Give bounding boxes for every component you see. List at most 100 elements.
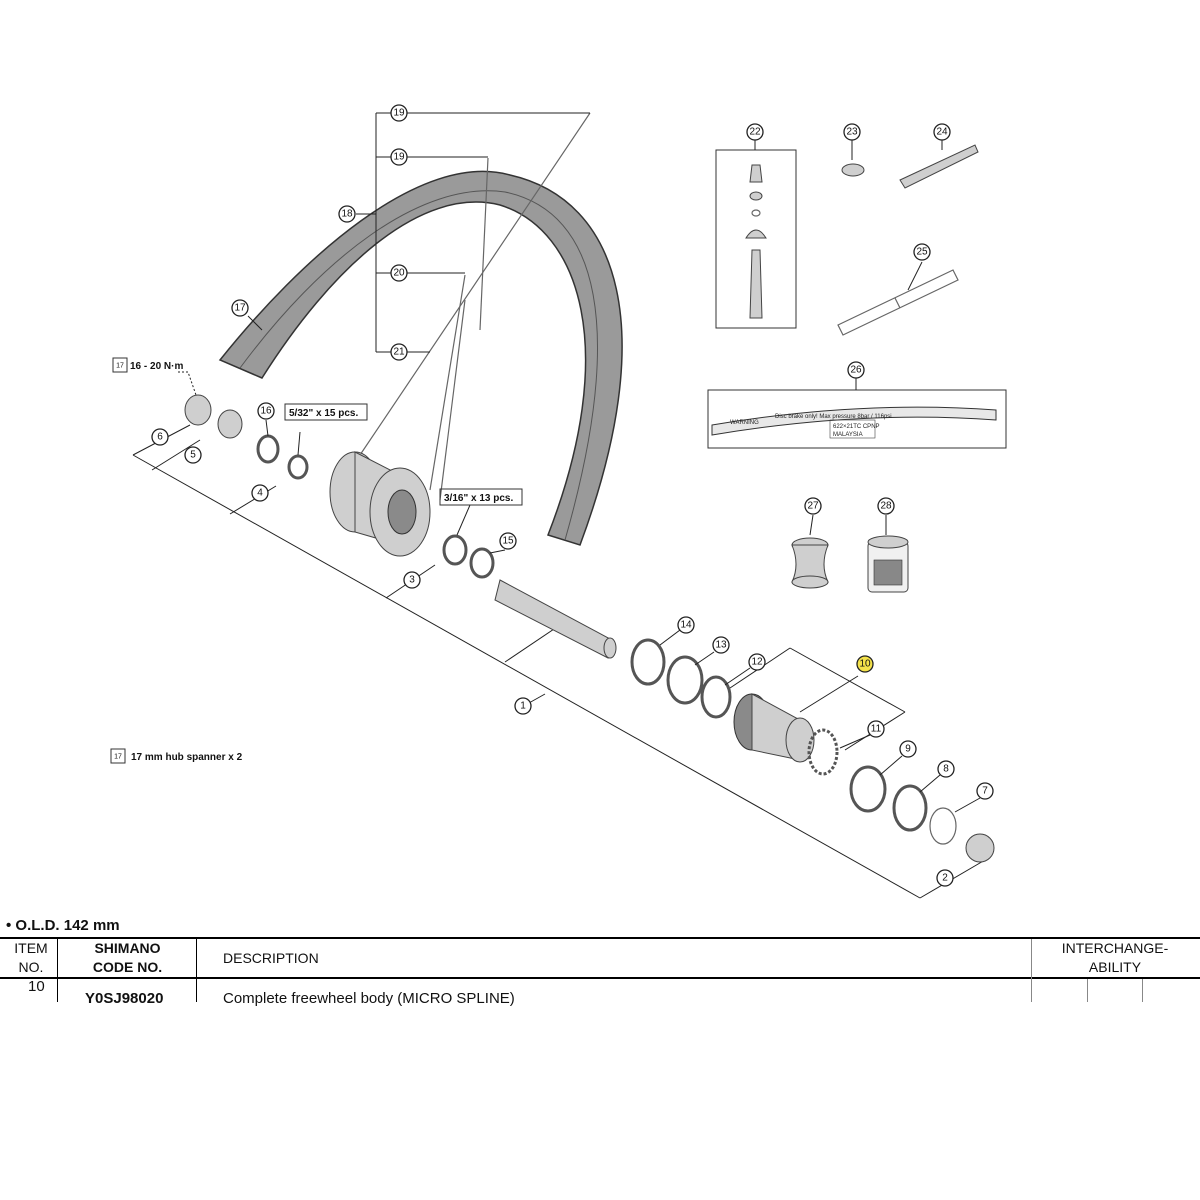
callout: 22 bbox=[746, 123, 764, 141]
svg-text:11: 11 bbox=[871, 724, 882, 735]
callout: 16 bbox=[257, 402, 275, 420]
header-interchangeability: INTERCHANGE- ABILITY bbox=[1061, 940, 1169, 975]
callout: 12 bbox=[748, 653, 766, 671]
balls-large-note: 5/32" x 15 pcs. bbox=[284, 403, 368, 421]
header-code: SHIMANO CODE NO. bbox=[92, 940, 163, 975]
svg-text:19: 19 bbox=[393, 152, 405, 163]
rim-tape-roll bbox=[837, 269, 959, 336]
accessories bbox=[791, 535, 909, 593]
svg-text:3: 3 bbox=[409, 575, 415, 586]
row-code: Y0SJ98020 bbox=[85, 990, 164, 1007]
torque-note: 17 16 - 20 N·m bbox=[112, 357, 183, 373]
table-top-rule bbox=[0, 937, 1200, 939]
callout: 2 bbox=[936, 869, 954, 887]
rim bbox=[218, 170, 623, 546]
right-parts bbox=[630, 638, 995, 863]
svg-text:23: 23 bbox=[846, 127, 858, 138]
callout: 11 bbox=[867, 720, 885, 738]
callout: 17 bbox=[231, 299, 249, 317]
callout: 27 bbox=[804, 497, 822, 515]
svg-text:7: 7 bbox=[982, 786, 988, 797]
header-item: ITEM NO. bbox=[14, 940, 48, 975]
table-header-rule bbox=[0, 977, 1200, 979]
svg-text:17: 17 bbox=[234, 303, 246, 314]
callout: 20 bbox=[390, 264, 408, 282]
callout: 19 bbox=[390, 148, 408, 166]
header-description: DESCRIPTION bbox=[223, 950, 319, 966]
rim-strip-warning: WARNING bbox=[730, 420, 759, 426]
callout: 23 bbox=[843, 123, 861, 141]
tool-icon-label: 17 bbox=[116, 363, 124, 370]
spanner-text: 17 mm hub spanner x 2 bbox=[131, 752, 243, 763]
svg-text:26: 26 bbox=[850, 365, 862, 376]
col-divider bbox=[1087, 979, 1088, 1002]
exploded-parts-diagram: WARNING Disc brake only! Max pressure 8b… bbox=[110, 104, 1007, 899]
svg-text:12: 12 bbox=[751, 657, 763, 668]
valve-kit bbox=[715, 149, 797, 329]
svg-text:14: 14 bbox=[680, 620, 692, 631]
svg-text:2: 2 bbox=[942, 873, 948, 884]
callout: 25 bbox=[913, 243, 931, 261]
axle bbox=[494, 579, 617, 659]
svg-text:13: 13 bbox=[715, 640, 727, 651]
callout: 9 bbox=[899, 740, 917, 758]
col-divider bbox=[57, 939, 58, 1002]
valve-tools bbox=[841, 144, 979, 189]
callout: 5 bbox=[184, 446, 202, 464]
spanner-note: 17 17 mm hub spanner x 2 bbox=[110, 748, 243, 764]
col-divider bbox=[1142, 979, 1143, 1002]
callout: 8 bbox=[937, 760, 955, 778]
svg-text:1: 1 bbox=[520, 701, 526, 712]
svg-text:28: 28 bbox=[880, 501, 892, 512]
callout: 6 bbox=[151, 428, 169, 446]
callout: 19 bbox=[390, 104, 408, 122]
callout: 14 bbox=[677, 616, 695, 634]
left-parts bbox=[184, 394, 495, 579]
svg-text:16: 16 bbox=[260, 406, 272, 417]
rim-strip-text: Disc brake only! Max pressure 8bar / 116… bbox=[775, 414, 892, 420]
callout-highlighted: 10 bbox=[856, 655, 874, 673]
svg-text:18: 18 bbox=[341, 209, 353, 220]
svg-text:19: 19 bbox=[393, 108, 405, 119]
col-divider bbox=[196, 939, 197, 1002]
svg-text:21: 21 bbox=[393, 347, 405, 358]
callout: 4 bbox=[251, 484, 269, 502]
svg-text:20: 20 bbox=[393, 268, 405, 279]
rim-strip-sub1: 622×21TC CPNP bbox=[833, 424, 880, 430]
callout: 24 bbox=[933, 123, 951, 141]
balls-small-note: 3/16" x 13 pcs. bbox=[439, 488, 523, 506]
callout: 28 bbox=[877, 497, 895, 515]
svg-text:5: 5 bbox=[190, 450, 196, 461]
svg-text:4: 4 bbox=[257, 488, 263, 499]
leader-lines bbox=[178, 140, 981, 813]
callout: 18 bbox=[338, 205, 356, 223]
callout: 15 bbox=[499, 532, 517, 550]
svg-text:27: 27 bbox=[807, 501, 819, 512]
callout: 3 bbox=[403, 571, 421, 589]
parts-table: • O.L.D. 142 mm ITEM NO. SHIMANO CODE NO… bbox=[0, 912, 1200, 1012]
callout: 1 bbox=[514, 697, 532, 715]
svg-text:15: 15 bbox=[502, 536, 514, 547]
callouts: 1 2 3 4 5 6 7 8 9 10 11 12 13 14 15 16 1… bbox=[151, 104, 994, 887]
balls-small-text: 3/16" x 13 pcs. bbox=[444, 493, 513, 504]
col-divider bbox=[1031, 939, 1032, 1002]
svg-text:22: 22 bbox=[749, 127, 761, 138]
svg-text:9: 9 bbox=[905, 744, 911, 755]
hub-shell bbox=[329, 451, 431, 557]
row-description: Complete freewheel body (MICRO SPLINE) bbox=[223, 990, 515, 1007]
svg-text:6: 6 bbox=[157, 432, 163, 443]
callout: 7 bbox=[976, 782, 994, 800]
torque-text: 16 - 20 N·m bbox=[130, 361, 183, 372]
rim-strip: WARNING Disc brake only! Max pressure 8b… bbox=[707, 389, 1007, 449]
svg-text:10: 10 bbox=[859, 659, 871, 670]
callout: 26 bbox=[847, 361, 865, 379]
svg-text:8: 8 bbox=[943, 764, 949, 775]
old-label: • O.L.D. 142 mm bbox=[6, 917, 120, 934]
callout: 13 bbox=[712, 636, 730, 654]
callout: 21 bbox=[390, 343, 408, 361]
svg-text:24: 24 bbox=[936, 127, 948, 138]
svg-text:25: 25 bbox=[916, 247, 928, 258]
balls-large-text: 5/32" x 15 pcs. bbox=[289, 408, 358, 419]
tool-icon-label: 17 bbox=[114, 754, 122, 761]
row-item: 10 bbox=[28, 978, 45, 995]
